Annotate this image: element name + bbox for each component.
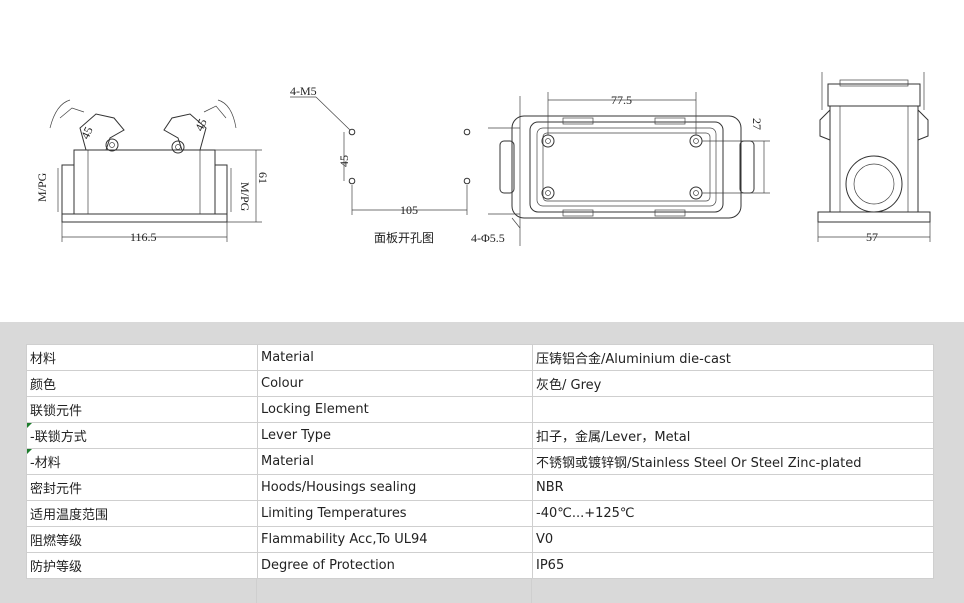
spec-en-label: Locking Element (257, 396, 533, 423)
front-lever-label-left: 45 (78, 124, 96, 141)
top-hole-spec: 4-Φ5.5 (471, 231, 505, 245)
panel-cutout-view: 4-M5 45 105 面板开孔图 (290, 84, 471, 245)
spec-en-label: Flammability Acc,To UL94 (257, 526, 533, 553)
cell-note-marker (27, 449, 32, 454)
top-corner-hole (689, 186, 703, 200)
cutout-hole (348, 128, 356, 136)
front-lever-label-right: 45 (192, 116, 210, 133)
cutout-vertical-dim: 45 (337, 155, 351, 167)
table-row: 适用温度范围 Limiting Temperatures -40℃...+125… (26, 500, 934, 527)
front-right-lever (163, 113, 207, 151)
top-corner-hole (689, 134, 703, 148)
spec-cn-label: 颜色 (26, 370, 258, 397)
top-corner-hole (541, 134, 555, 148)
spec-section: 材料 Material 压铸铝合金/Aluminium die-cast 颜色 … (0, 322, 964, 603)
table-row: -材料 Material 不锈钢或镀锌钢/Stainless Steel Or … (26, 448, 934, 475)
spec-en-label: Material (257, 344, 533, 371)
spec-en-label: Limiting Temperatures (257, 500, 533, 527)
spec-cn-label-sub: -联锁方式 (26, 422, 258, 449)
cell-note-marker (27, 423, 32, 428)
spec-cn-label: 防护等级 (26, 552, 258, 579)
spec-cn-label: 材料 (26, 344, 258, 371)
spec-value: V0 (532, 526, 934, 553)
technical-drawing: 45 45 M/PG M/PG 61 116.5 4-M5 45 105 面板开… (35, 72, 931, 246)
table-row: 材料 Material 压铸铝合金/Aluminium die-cast (26, 344, 934, 371)
front-view: 45 45 M/PG M/PG 61 116.5 (35, 99, 270, 244)
front-height-dim: 61 (256, 172, 270, 184)
side-base (817, 211, 931, 223)
table-row: 阻燃等级 Flammability Acc,To UL94 V0 (26, 526, 934, 553)
table-row: -联锁方式 Lever Type 扣子，金属/Lever，Metal (26, 422, 934, 449)
top-corner-hole (541, 186, 555, 200)
cutout-hole (348, 177, 356, 185)
front-right-boss (214, 164, 228, 215)
spec-value: 扣子，金属/Lever，Metal (532, 422, 934, 449)
spec-cn-label-text: -材料 (30, 456, 61, 471)
front-width-dim: 116.5 (130, 230, 157, 244)
spec-value: 灰色/ Grey (532, 370, 934, 397)
spec-en-label: Colour (257, 370, 533, 397)
spec-cn-label: 适用温度范围 (26, 500, 258, 527)
cutout-hole (463, 177, 471, 185)
column-divider (531, 579, 532, 603)
spec-en-label: Degree of Protection (257, 552, 533, 579)
spec-value: -40℃...+125℃ (532, 500, 934, 527)
table-row: 颜色 Colour 灰色/ Grey (26, 370, 934, 397)
top-view: 77.5 27 4-Φ5.5 (471, 92, 770, 246)
spec-value: 压铸铝合金/Aluminium die-cast (532, 344, 934, 371)
spec-cn-label: 阻燃等级 (26, 526, 258, 553)
column-divider (256, 579, 257, 603)
top-width-dim: 27 (750, 118, 764, 130)
spec-value (532, 396, 934, 423)
cutout-horizontal-dim: 105 (400, 203, 418, 217)
spec-cn-label-text: -联锁方式 (30, 430, 87, 445)
cutout-caption: 面板开孔图 (374, 231, 434, 245)
front-thread-label-left: M/PG (35, 172, 49, 202)
side-cable-entry (845, 155, 903, 213)
spec-cn-label: 密封元件 (26, 474, 258, 501)
spec-en-label: Hoods/Housings sealing (257, 474, 533, 501)
top-length-dim: 77.5 (611, 93, 632, 107)
table-row: 密封元件 Hoods/Housings sealing NBR (26, 474, 934, 501)
drawing-canvas: 45 45 M/PG M/PG 61 116.5 4-M5 45 105 面板开… (35, 72, 931, 246)
spec-table: 材料 Material 压铸铝合金/Aluminium die-cast 颜色 … (26, 344, 934, 579)
side-body (829, 105, 919, 213)
spec-cn-label: 联锁元件 (26, 396, 258, 423)
table-row: 联锁元件 Locking Element (26, 396, 934, 423)
table-row: 防护等级 Degree of Protection IP65 (26, 552, 934, 579)
front-thread-label-right: M/PG (238, 182, 252, 212)
spec-value: NBR (532, 474, 934, 501)
cutout-thread-spec: 4-M5 (290, 84, 317, 98)
front-left-boss (61, 164, 75, 215)
top-outer-flange (511, 115, 742, 219)
spec-cn-label-sub: -材料 (26, 448, 258, 475)
spec-value: IP65 (532, 552, 934, 579)
spec-en-label: Material (257, 448, 533, 475)
spec-en-label: Lever Type (257, 422, 533, 449)
side-lid (827, 83, 921, 107)
side-view: 57 (817, 72, 931, 244)
side-width-dim: 57 (866, 230, 878, 244)
front-body (73, 149, 216, 215)
spec-value: 不锈钢或镀锌钢/Stainless Steel Or Steel Zinc-pl… (532, 448, 934, 475)
front-base-flange (61, 213, 228, 223)
cutout-hole (463, 128, 471, 136)
